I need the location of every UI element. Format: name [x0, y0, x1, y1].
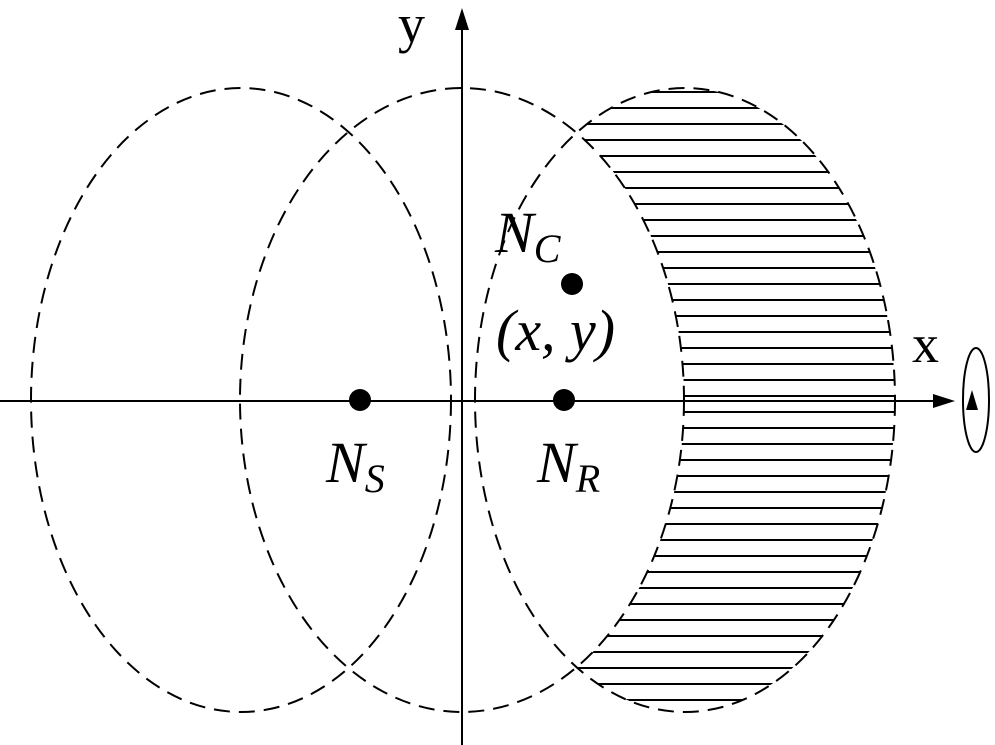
candidate-node-subscript: C [534, 226, 562, 271]
y-axis-arrowhead [455, 8, 469, 30]
sender-node-base: N [325, 430, 368, 495]
receiver-node-label: NR [536, 430, 600, 501]
x-axis-label: x [912, 314, 939, 374]
x-axis [0, 394, 955, 408]
receiver-node-subscript: R [575, 456, 600, 501]
rotation-icon [962, 347, 990, 453]
y-axis [455, 8, 469, 745]
sender-node-subscript: S [365, 456, 385, 501]
candidate-node-coords: (x, y) [496, 298, 615, 363]
candidate-node-label: NC [494, 200, 562, 271]
receiver-node-base: N [536, 430, 579, 495]
x-axis-arrowhead [933, 394, 955, 408]
sender-node-dot [349, 389, 371, 411]
candidate-node-dot [561, 273, 583, 295]
sender-node-label: NS [325, 430, 385, 501]
y-axis-label: y [398, 0, 425, 54]
receiver-node-dot [553, 389, 575, 411]
candidate-node-base: N [494, 200, 537, 265]
